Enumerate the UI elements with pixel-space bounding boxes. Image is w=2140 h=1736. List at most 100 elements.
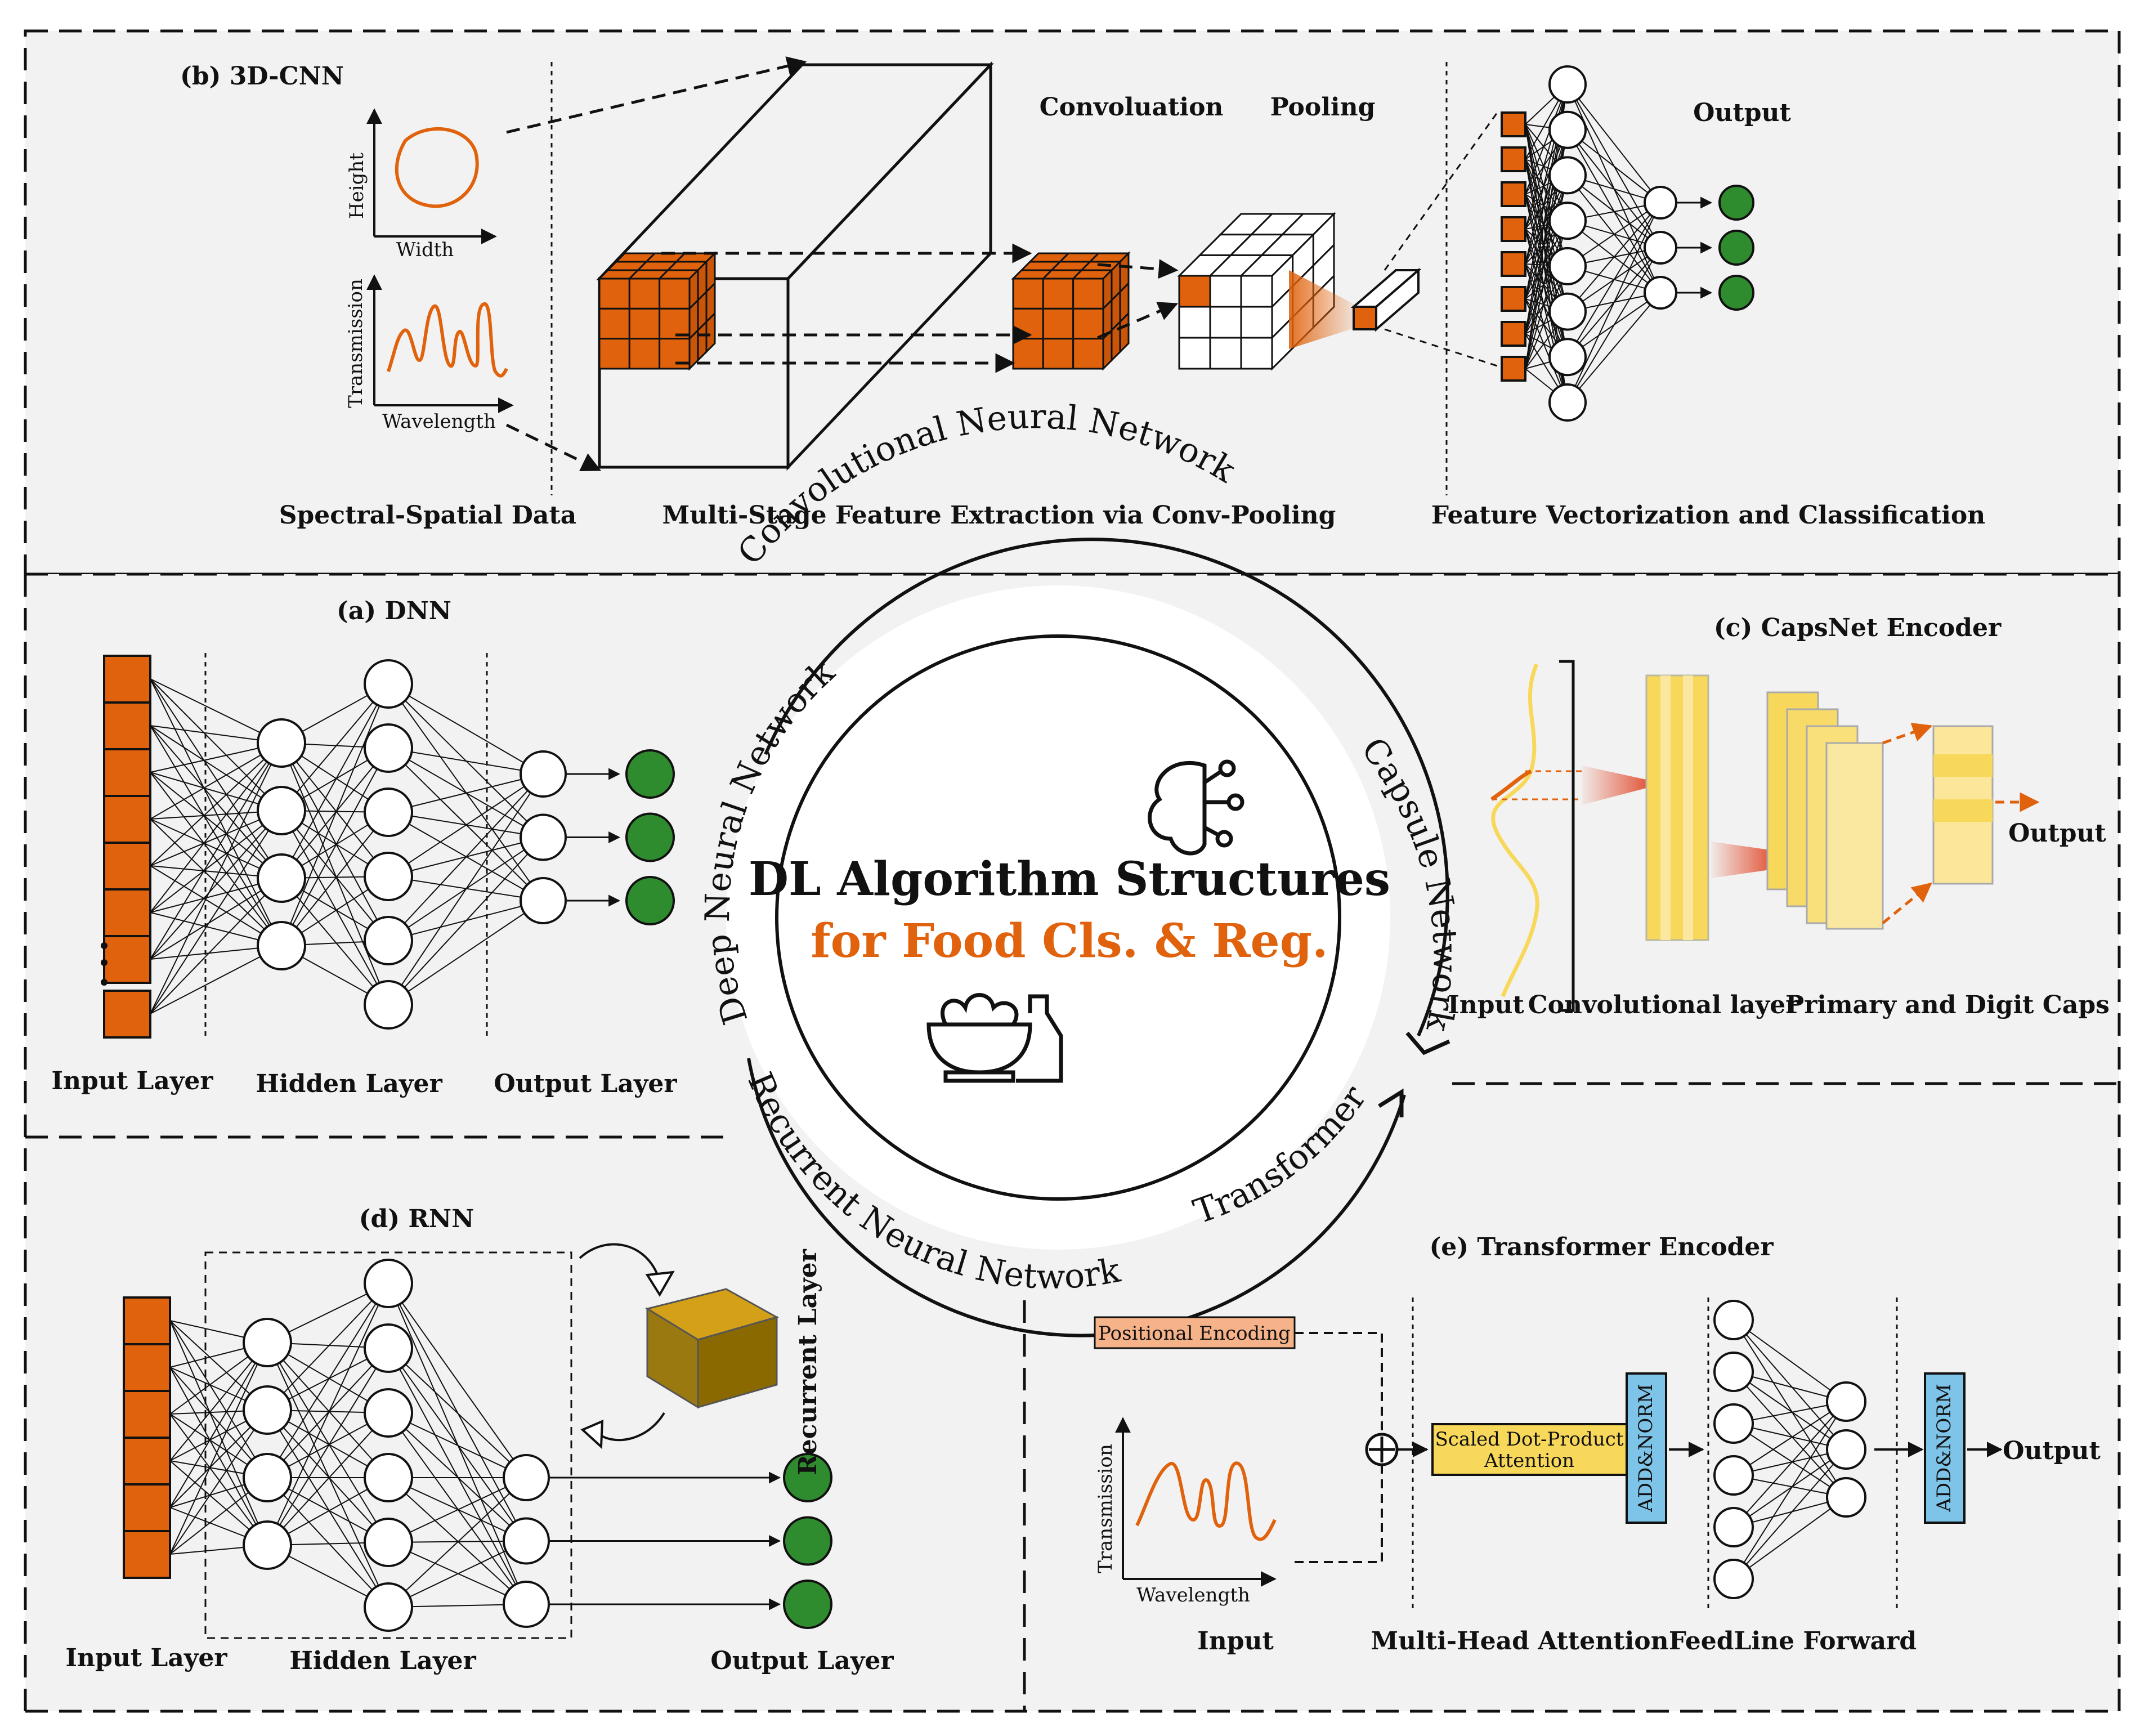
- output-node: [503, 1454, 550, 1501]
- transmission-axis-label: Transmission: [344, 279, 367, 408]
- capsnet-input-label: Input: [1448, 991, 1524, 1019]
- transformer-output-label: Output: [2003, 1437, 2101, 1465]
- ff-input-node: [1713, 1300, 1754, 1340]
- input-cell: [123, 1437, 171, 1486]
- input-cell: [123, 1296, 171, 1345]
- add-norm-label-1: ADD&NORM: [1635, 1384, 1657, 1512]
- rnn-class-node: [783, 1580, 832, 1629]
- rnn-hidden-label: Hidden Layer: [289, 1646, 476, 1675]
- hidden-node: [364, 1518, 413, 1567]
- hidden-node: [364, 1388, 413, 1438]
- caption-vectorization: Feature Vectorization and Classification: [1431, 501, 1986, 530]
- rnn-hidden-box: [204, 1251, 572, 1639]
- hidden-node: [243, 1385, 292, 1435]
- vector-cell: [1501, 111, 1526, 137]
- spatial-shape: [395, 127, 479, 208]
- input-cell: [103, 748, 151, 797]
- conv-cube-output: [1011, 251, 1131, 371]
- ff-input-node: [1713, 1352, 1754, 1392]
- hidden-node: [257, 786, 306, 835]
- width-axis-label: Width: [396, 239, 454, 261]
- input-cell: [103, 842, 151, 891]
- recurrent-arrow-top: [579, 1243, 660, 1278]
- ff-output-node: [1826, 1477, 1866, 1518]
- spectral-plot: Transmission Wavelength: [344, 274, 514, 433]
- multi-head-attention-label: Multi-Head Attention: [1371, 1627, 1668, 1656]
- caption-feature-extraction: Multi-Stage Feature Extraction via Conv-…: [662, 501, 1336, 530]
- hidden-node: [364, 788, 413, 837]
- hidden-node: [1548, 383, 1587, 422]
- hidden-node: [364, 723, 413, 773]
- panel-e-title: (e) Transformer Encoder: [1429, 1233, 1774, 1261]
- hidden-node: [243, 1318, 292, 1367]
- panel-d-rnn: (d) RNN Recurrent Layer Input Layer Hidd…: [65, 1205, 894, 1675]
- output-node: [503, 1581, 550, 1628]
- vector-cell: [1501, 181, 1526, 207]
- transformer-input-plot: Transmission Wavelength: [1094, 1417, 1277, 1607]
- input-cell: [103, 795, 151, 844]
- input-cell: [103, 701, 151, 750]
- dnn-hidden-label: Hidden Layer: [256, 1070, 442, 1098]
- ff-input-node: [1713, 1507, 1754, 1547]
- ff-input-node: [1713, 1455, 1754, 1496]
- recurrent-layer-label: Recurrent Layer: [794, 1249, 822, 1475]
- vector-cell: [1501, 286, 1526, 312]
- hidden-node: [364, 980, 413, 1030]
- conv-beam: [1582, 766, 1646, 805]
- rnn-output-label: Output Layer: [710, 1646, 894, 1675]
- pooling-label: Pooling: [1270, 93, 1376, 122]
- feature-cubes: [597, 212, 1336, 371]
- convolution-label: Convoluation: [1040, 93, 1224, 122]
- output-node: [503, 1517, 550, 1565]
- center-title: DL Algorithm Structures: [749, 852, 1390, 906]
- food-bowl-icon: [926, 993, 1063, 1083]
- classification-network: [1501, 65, 1754, 422]
- vector-cell: [1501, 146, 1526, 172]
- center-circle: [775, 634, 1341, 1201]
- scaled-dot-product-attention-box: [1431, 1423, 1628, 1476]
- attention-label-line1: Scaled Dot-Product: [1435, 1428, 1623, 1451]
- caption-spectral-spatial: Spectral-Spatial Data: [279, 501, 576, 530]
- input-cell: [123, 1390, 171, 1439]
- panel-a-dnn: (a) DNN Input Layer Hidden Layer Output …: [51, 597, 677, 1098]
- vector-cell: [1501, 251, 1526, 277]
- attention-label-line2: Attention: [1484, 1449, 1574, 1472]
- primary-digit-caps: [1766, 691, 1884, 930]
- capsnet-input-curve: [1491, 663, 1539, 997]
- add-norm-box-2: [1924, 1372, 1966, 1524]
- transformer-transmission-label: Transmission: [1094, 1444, 1117, 1573]
- ellipsis-dot: [101, 942, 108, 949]
- output-node: [1644, 276, 1677, 310]
- vector-cell: [1501, 321, 1526, 347]
- positional-encoding-box: [1094, 1316, 1296, 1349]
- output-node: [1644, 231, 1677, 265]
- input-cell: [103, 655, 151, 704]
- feedline-forward-label: FeedLine Forward: [1669, 1627, 1917, 1656]
- input-cell: [123, 1530, 171, 1579]
- hidden-node: [243, 1453, 292, 1502]
- panel-c-title: (c) CapsNet Encoder: [1714, 614, 2002, 642]
- spectral-curve: [387, 302, 508, 378]
- ff-input-node: [1713, 1559, 1754, 1599]
- output-node: [520, 813, 567, 861]
- class-output-node: [1718, 185, 1754, 221]
- capsnet-output-label: Output: [2008, 819, 2106, 848]
- input-cell: [103, 888, 151, 937]
- transformer-input-label: Input: [1197, 1627, 1274, 1656]
- recurrent-box: [645, 1288, 779, 1409]
- hidden-node: [257, 853, 306, 903]
- add-norm-label-2: ADD&NORM: [1933, 1384, 1955, 1512]
- hidden-node: [1548, 156, 1587, 195]
- panel-b-3dcnn: (b) 3D-CNN Height Width Transmission Wav…: [180, 56, 1986, 530]
- hidden-node: [1548, 292, 1587, 331]
- vector-cell: [1501, 216, 1526, 242]
- hidden-node: [364, 916, 413, 965]
- hidden-node: [364, 1453, 413, 1502]
- capsnet-conv-label: Convolutional layer: [1528, 991, 1799, 1019]
- panel-b-title: (b) 3D-CNN: [180, 62, 344, 91]
- hidden-node: [257, 921, 306, 970]
- feed-forward-network: [1713, 1300, 1866, 1599]
- hidden-node: [1548, 202, 1587, 240]
- panel-a-title: (a) DNN: [337, 597, 451, 625]
